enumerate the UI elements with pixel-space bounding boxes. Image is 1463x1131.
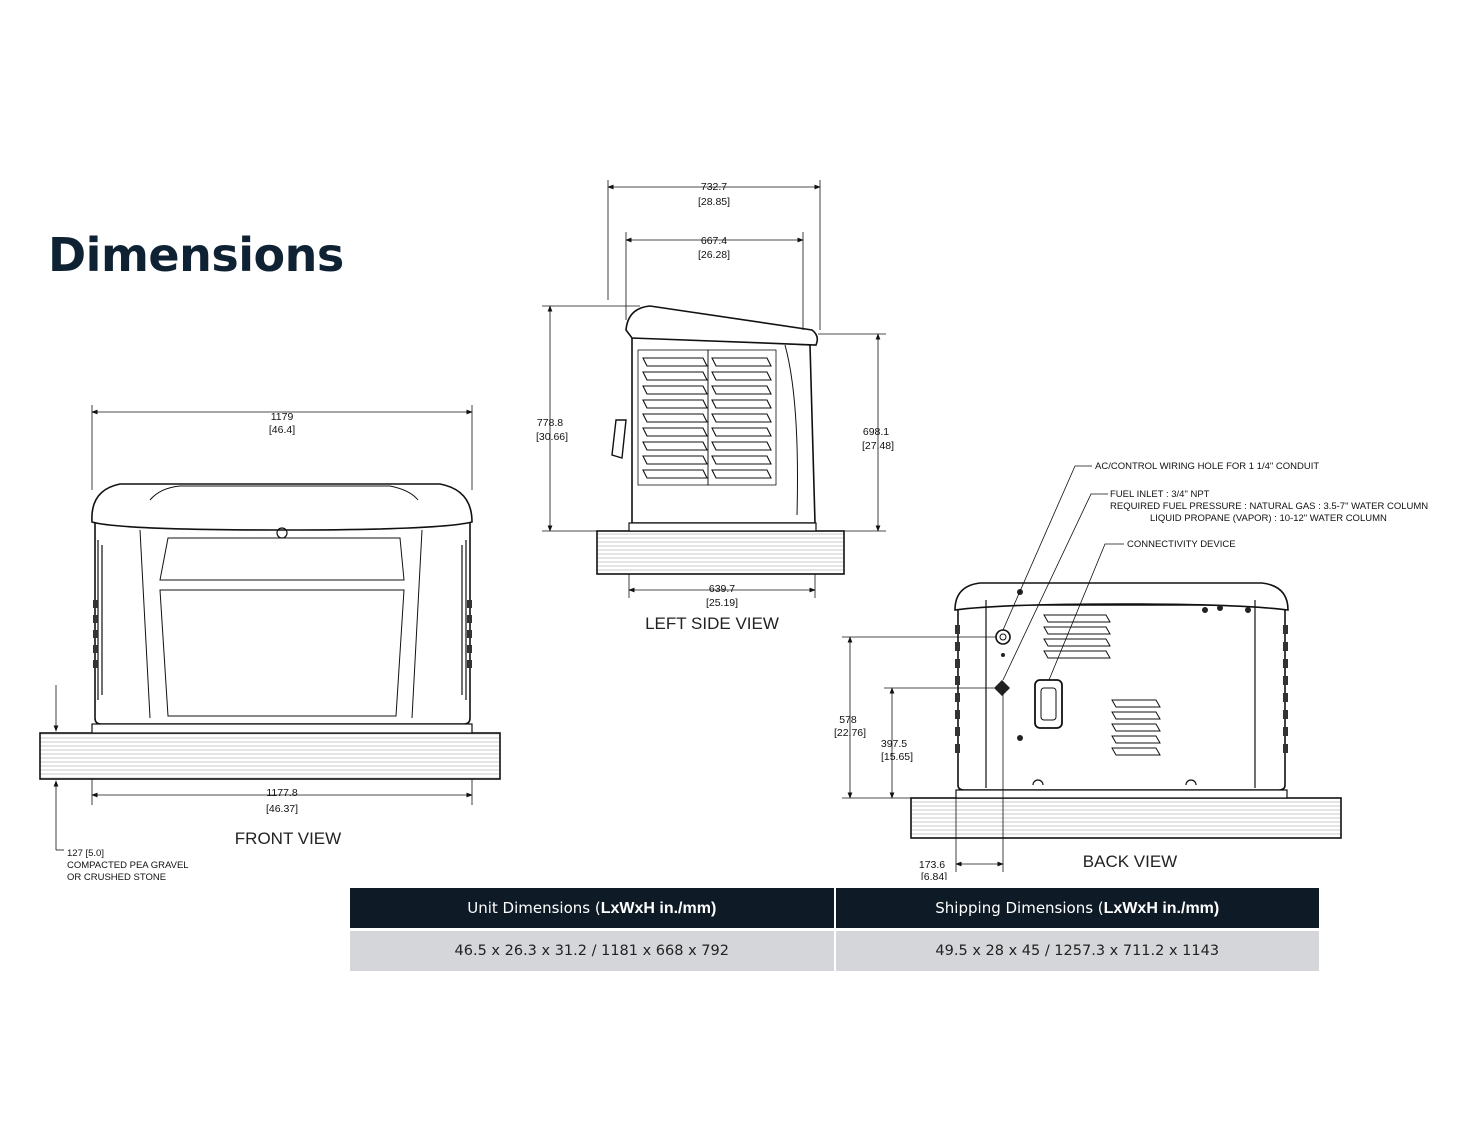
side-height-dim: 778.8 xyxy=(537,417,563,429)
side-roof xyxy=(625,305,819,346)
front-bottom-dim: 1177.8 xyxy=(266,787,297,799)
back-gravel-pad xyxy=(910,797,1342,839)
unit-dimensions-header: Unit Dimensions (LxWxH in./mm) xyxy=(350,888,836,930)
back-inlet-dim-in: [15.65] xyxy=(881,751,913,763)
left-side-view-label: LEFT SIDE VIEW xyxy=(645,614,779,633)
callout-wiring-hole: AC/CONTROL WIRING HOLE FOR 1 1/4" CONDUI… xyxy=(1095,461,1319,472)
callout-fuel-inlet: FUEL INLET : 3/4" NPT xyxy=(1110,489,1210,500)
front-gravel-pad xyxy=(39,732,501,780)
back-height-dim-in: [22.76] xyxy=(834,727,866,739)
side-height-dim-in: [30.66] xyxy=(536,431,568,443)
dimensions-table: Unit Dimensions (LxWxH in./mm) Shipping … xyxy=(350,888,1319,971)
callout-propane: LIQUID PROPANE (VAPOR) : 10-12" WATER CO… xyxy=(1150,513,1387,524)
side-base-dim-in: [25.19] xyxy=(706,597,738,609)
front-view: 1179 [46.4] 1177.8 [46.37] 127 [5.0] COM… xyxy=(39,405,501,880)
callout-fuel-pressure: REQUIRED FUEL PRESSURE : NATURAL GAS : 3… xyxy=(1110,501,1428,512)
page-title: Dimensions xyxy=(48,228,344,282)
side-right-height-dim: 698.1 xyxy=(863,426,889,438)
back-offset-dim-in: [6.84] xyxy=(921,871,947,880)
back-view-label: BACK VIEW xyxy=(1083,852,1177,871)
front-bottom-dim-in: [46.37] xyxy=(266,803,298,815)
front-view-label: FRONT VIEW xyxy=(235,829,341,848)
front-top-dim-in: [46.4] xyxy=(269,424,295,436)
side-right-height-dim-in: [27.48] xyxy=(862,440,894,452)
left-side-view: 732.7 [28.85] 667.4 [26.28] 778.8 [30.66… xyxy=(536,180,894,633)
shipping-dimensions-header: Shipping Dimensions (LxWxH in./mm) xyxy=(834,888,1319,930)
gravel-depth-dim: 127 [5.0] xyxy=(67,848,104,859)
front-top-dim: 1179 xyxy=(271,411,294,423)
side-gravel-pad xyxy=(596,530,845,575)
side-width-dim: 732.7 xyxy=(701,181,727,193)
side-width-dim-in: [28.85] xyxy=(698,196,730,208)
gravel-note-2: OR CRUSHED STONE xyxy=(67,872,166,880)
gravel-note-1: COMPACTED PEA GRAVEL xyxy=(67,860,189,871)
back-offset-dim: 173.6 xyxy=(919,859,945,871)
back-lid xyxy=(954,582,1289,611)
side-inner-dim: 667.4 xyxy=(701,235,727,247)
dimension-drawing: 1179 [46.4] 1177.8 [46.37] 127 [5.0] COM… xyxy=(39,180,1428,880)
shipping-dimensions-value: 49.5 x 28 x 45 / 1257.3 x 711.2 x 1143 xyxy=(834,928,1319,971)
side-base-dim: 639.7 xyxy=(709,583,735,595)
side-inner-dim-in: [26.28] xyxy=(698,249,730,261)
front-lid xyxy=(91,483,473,531)
table-row: 46.5 x 26.3 x 31.2 / 1181 x 668 x 792 49… xyxy=(350,928,1319,971)
table-header-row: Unit Dimensions (LxWxH in./mm) Shipping … xyxy=(350,888,1319,930)
back-inlet-dim: 397.5 xyxy=(881,738,907,750)
callout-connectivity: CONNECTIVITY DEVICE xyxy=(1127,539,1236,550)
back-view: AC/CONTROL WIRING HOLE FOR 1 1/4" CONDUI… xyxy=(834,461,1428,880)
unit-dimensions-value: 46.5 x 26.3 x 31.2 / 1181 x 668 x 792 xyxy=(350,928,836,971)
back-height-dim: 578 xyxy=(839,714,857,726)
